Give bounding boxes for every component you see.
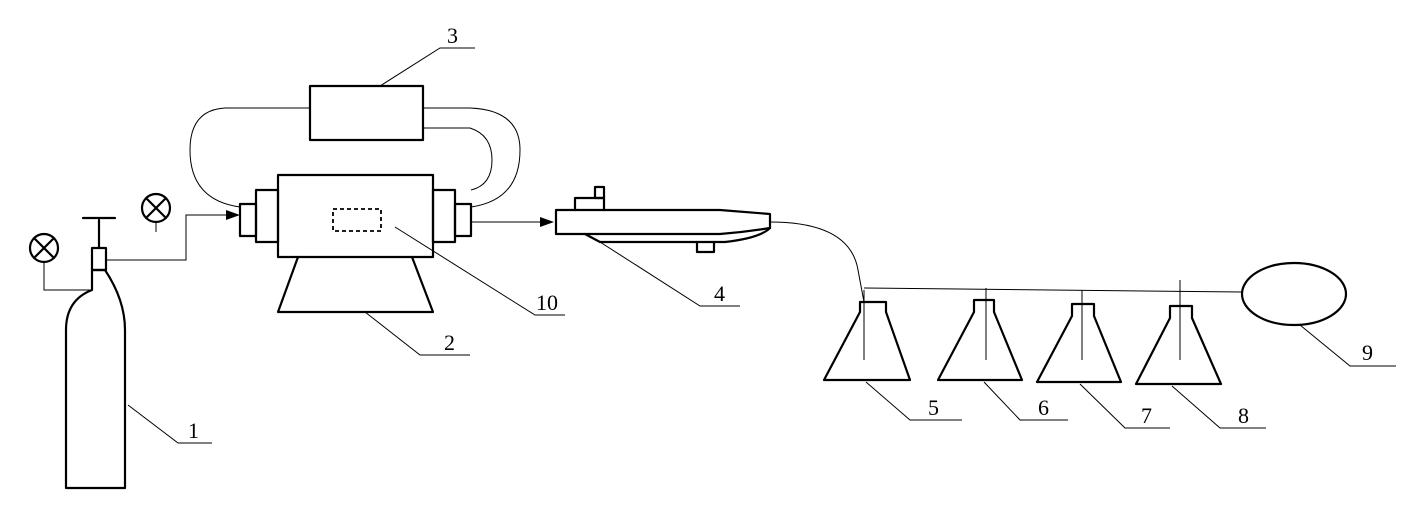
label-condenser: 4	[714, 281, 725, 306]
label-flask-b: 6	[1038, 395, 1049, 420]
condensate-line	[769, 221, 865, 303]
gas-cylinder	[64, 216, 127, 490]
gas-inlet-line	[106, 210, 240, 261]
leader-lines	[127, 47, 1396, 444]
label-flask-c: 7	[1141, 403, 1152, 428]
flask-c	[1035, 290, 1123, 384]
temperature-controller	[189, 84, 521, 208]
label-sample-boat: 10	[536, 290, 558, 315]
tube-furnace	[238, 173, 473, 314]
pressure-gauge-right-icon	[140, 192, 172, 232]
sample-boat	[332, 208, 382, 232]
flask-a	[822, 290, 912, 382]
label-gas-cylinder: 1	[188, 418, 199, 443]
label-flask-a: 5	[928, 395, 939, 420]
pressure-gauge-left-icon	[28, 232, 92, 291]
condenser	[554, 185, 772, 254]
label-flask-d: 8	[1238, 403, 1249, 428]
label-furnace-stand: 2	[444, 330, 455, 355]
manifold-line	[863, 287, 1243, 293]
gas-bag	[1240, 261, 1348, 327]
outlet-line	[471, 217, 554, 227]
label-gas-bag: 9	[1362, 340, 1373, 365]
flask-b	[936, 288, 1024, 382]
label-controller: 3	[447, 23, 458, 48]
flask-d	[1134, 280, 1223, 386]
